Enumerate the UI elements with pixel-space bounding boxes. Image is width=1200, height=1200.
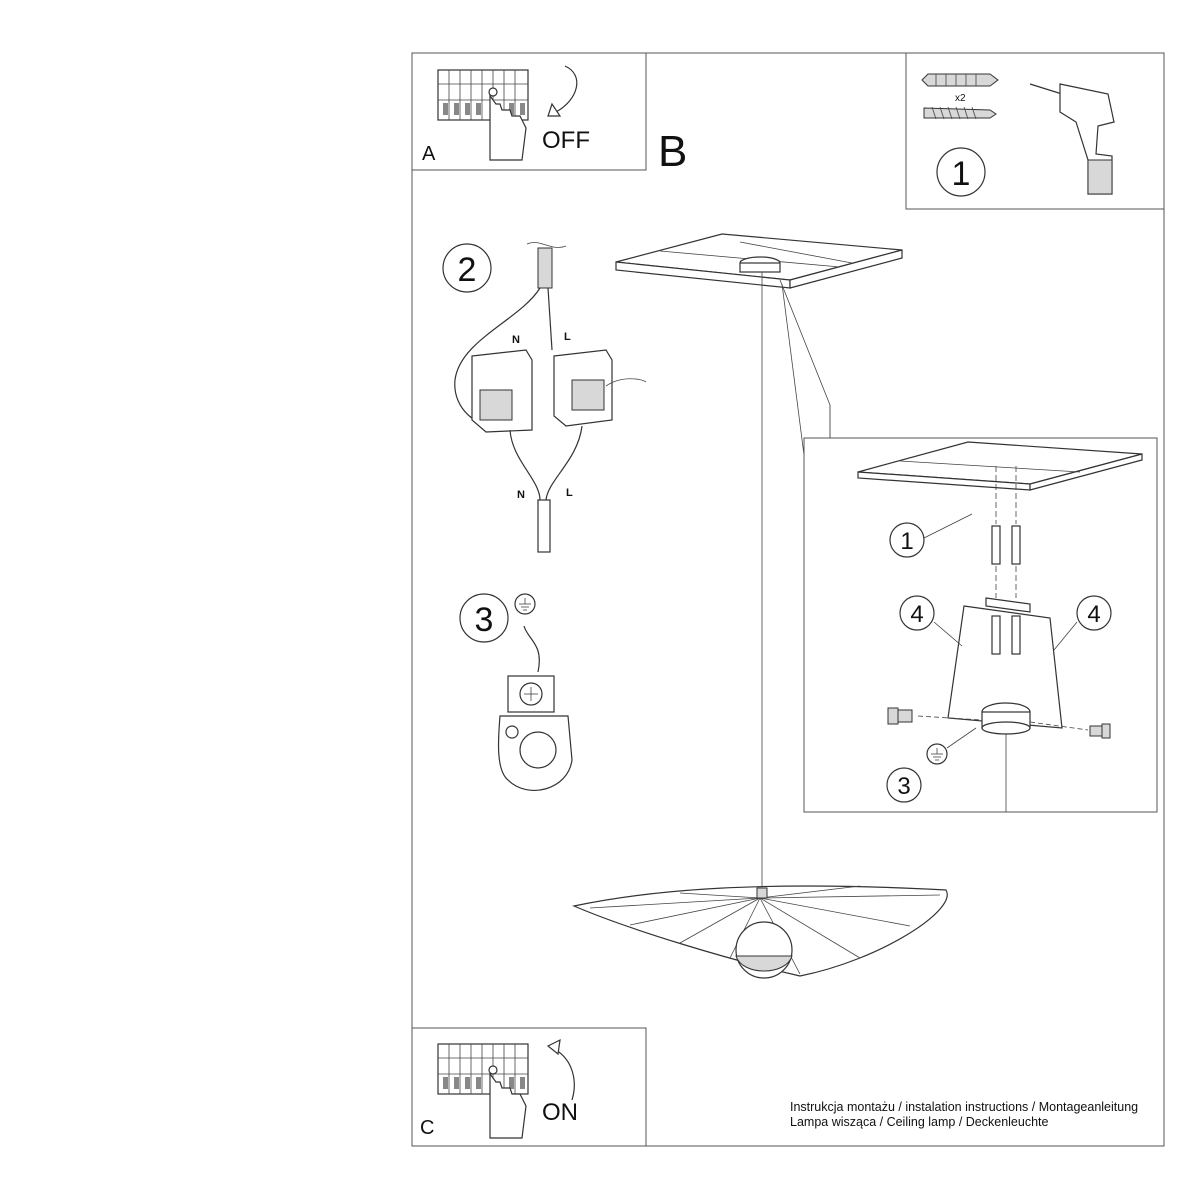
panel-c: ON C [411,1027,647,1147]
panel-c-frame [411,1027,647,1147]
step-3-badge [459,593,509,643]
detail-leader-line [779,279,831,406]
sheet-frame [411,52,1165,1147]
lamp-socket [756,887,768,899]
screw-icon [923,106,997,120]
rotate-down-arrow-icon [547,65,578,117]
power-drill-icon [1029,83,1115,195]
panel-a-letter: A [422,143,436,165]
supply-cable [537,247,553,289]
terminal-block-live [553,349,613,427]
earth-step: 3 [459,593,573,791]
footer-line-1: Instrukcja montażu / instalation instruc… [790,1100,1139,1114]
detail-step-4-left-number: 4 [910,601,923,628]
detail-step-3-number: 3 [897,773,910,800]
live-label-top: L [564,331,571,343]
rotate-up-arrow-icon [546,1038,575,1101]
panel-c-state: ON [542,1099,578,1126]
hand-icon [488,87,527,161]
lamp-cable [537,499,551,553]
mounting-detail-panel: 1 4 4 3 [803,405,1158,813]
step-1-badge [936,147,986,197]
anchor-quantity: x2 [955,93,966,104]
detail-step-4-right-badge [1076,595,1112,631]
detail-ceiling-plate [857,441,1143,491]
terminal-block-neutral [471,349,533,433]
footer-line-2: Lampa wisząca / Ceiling lamp / Deckenleu… [790,1115,1049,1129]
side-screw-left-icon [887,707,913,725]
panel-c-letter: C [420,1117,434,1139]
footer-caption: Instrukcja montażu / instalation instruc… [790,1100,1138,1130]
panel-a: OFF A [411,52,647,171]
detail-step-3-badge [886,767,922,803]
panel-b-letter: B [658,127,687,176]
earth-terminal-icon [497,675,573,791]
live-label-bottom: L [566,487,573,499]
step-2-number: 2 [458,251,477,289]
mounting-bracket-icon [947,597,1063,729]
lamp-shade [572,885,948,979]
detail-step-4-left-badge [899,595,935,631]
earth-wire [523,625,540,673]
detail-step-1-badge [889,522,925,558]
tools-panel: x2 1 [905,52,1165,210]
panel-a-frame [411,52,647,171]
tools-panel-frame [905,52,1165,210]
breaker-panel-icon [437,69,529,121]
breaker-panel-icon [437,1043,529,1095]
detail-step-1-number: 1 [900,528,913,555]
drill-guide-lines [995,466,1017,598]
panel-a-state: OFF [542,127,590,154]
hand-icon [488,1065,527,1139]
neutral-label-bottom: N [517,489,525,501]
wall-plug-icon [921,73,999,87]
step-3-number: 3 [475,601,494,639]
detail-canopy-icon [981,702,1031,735]
detail-step-4-right-number: 4 [1087,601,1100,628]
detail-wall-plugs-icon [991,525,1021,655]
step-1-number: 1 [952,155,971,193]
ceiling-plate [615,233,903,289]
side-screw-right-icon [1089,723,1111,739]
wiring-step: 2 N L N L [442,242,647,553]
detail-frame [803,405,1158,813]
step-2-badge [442,243,492,293]
neutral-label-top: N [512,334,520,346]
finger-icon [605,378,647,387]
